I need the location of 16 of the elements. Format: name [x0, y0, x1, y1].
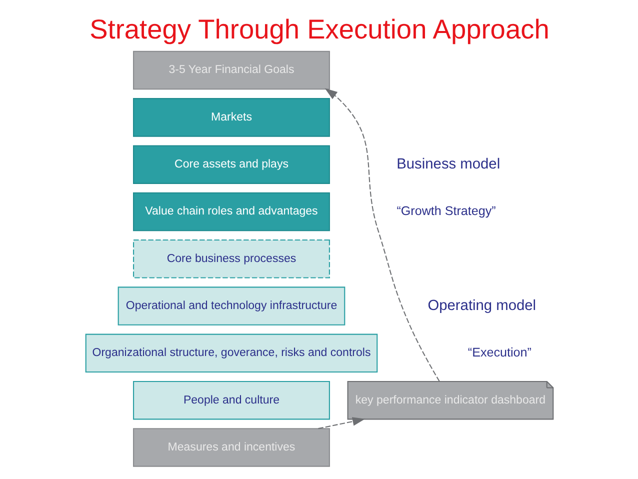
node-box: Organizational structure, goverance, risks and controls [84, 334, 378, 373]
diagram-title: Strategy Through Execution Approach [89, 14, 549, 45]
arrow [324, 88, 440, 382]
node-box: Core business processes [132, 240, 330, 278]
node-box: Operational and technology infrastructure [117, 286, 345, 326]
label: Operating model [427, 298, 536, 314]
node-box: Measures and incentives [132, 428, 330, 467]
label: Business model [396, 156, 500, 172]
node-box: Core assets and plays [132, 145, 330, 184]
label: “Growth Strategy” [396, 204, 496, 218]
arrow [318, 417, 365, 430]
node-box: 3-5 Year Financial Goals [132, 50, 330, 90]
node-box: People and culture [132, 380, 330, 420]
node-box: Markets [132, 98, 330, 137]
label: “Execution” [467, 345, 531, 360]
node-box: Value chain roles and advantages [132, 192, 330, 232]
